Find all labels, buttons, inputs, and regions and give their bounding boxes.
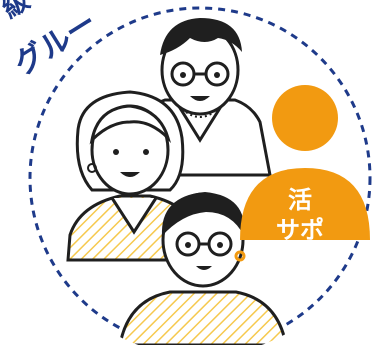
support-person-icon [240,85,370,240]
girl-figure [118,192,288,347]
badge-line-1: 活 [288,186,312,214]
badge-line-2: サポ [276,216,324,244]
woman-figure [66,90,202,262]
